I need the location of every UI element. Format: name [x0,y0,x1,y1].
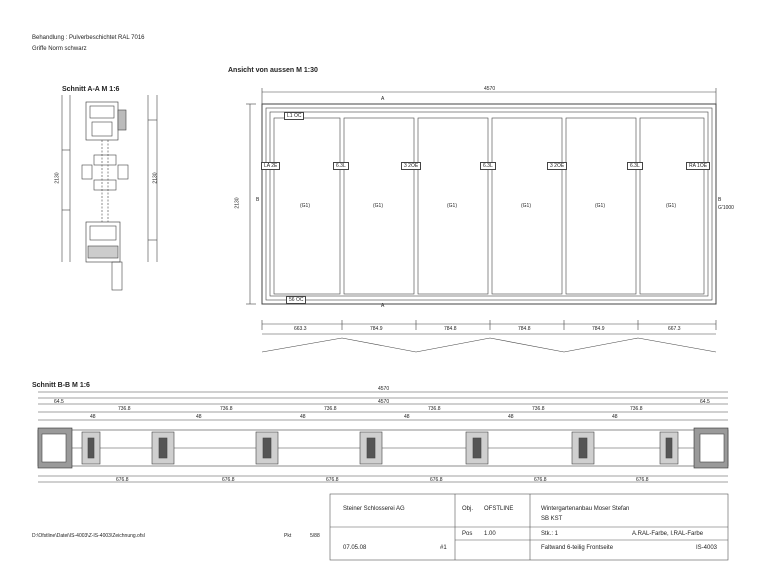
bb-bottom-1: 676.8 [116,477,129,483]
bb-small-3: 48 [300,414,306,420]
footer-right: 5/88 [310,533,320,539]
bb-bottom-6: 676.8 [636,477,649,483]
frame-top-label: L1 OC [284,112,305,120]
panel-width-5: 784.9 [592,326,605,332]
footer-path: D:\Ofstline\Datei\IS-4003\Z-IS-4003\Zeic… [32,533,145,539]
bb-bottom-2: 676.8 [222,477,235,483]
bb-dim-1: 736.8 [118,406,131,412]
bb-dim-2: 736.8 [220,406,233,412]
tb-sheet: #1 [440,545,447,551]
bb-small-6: 48 [612,414,618,420]
tb-obj-label: Obj. [462,506,474,512]
elevation-height: 2130 [234,197,241,209]
section-marker-a-bottom: A [381,303,385,309]
bb-bottom-3: 676.8 [326,477,339,483]
tb-obj-value: OFSTLINE [484,506,514,512]
bb-overall-width-2: 4570 [378,399,390,405]
tb-date: 07.05.08 [343,545,367,551]
elevation-overall-width: 4570 [484,86,496,92]
aa-dim-right: 2130 [152,172,159,184]
bb-left-edge: 64.5 [54,399,64,405]
glass-label-1: (G1) [300,203,310,209]
glass-label-2: (G1) [373,203,383,209]
section-bb-title: Schnitt B-B M 1:6 [32,382,90,389]
panel-width-6: 667.3 [668,326,681,332]
bb-dim-5: 736.8 [532,406,545,412]
section-marker-b-right: B [718,197,722,203]
bb-bottom-4: 676.8 [430,477,443,483]
tb-pos-label: Pos [462,531,473,537]
panel-label-5: 3 2OE [547,162,568,170]
bb-overall-width: 4570 [378,386,390,392]
bb-small-2: 48 [196,414,202,420]
tb-color: A.RAL-Farbe, I.RAL-Farbe [632,531,704,537]
tb-company: Steiner Schlosserei AG [343,506,405,512]
tb-project: Wintergartenanbau Moser Stefan [541,506,630,512]
panel-label-4: 6.3L [480,162,496,170]
treatment-note: Behandlung : Pulverbeschichtet RAL 7016 [32,35,145,41]
glass-label-3: (G1) [447,203,457,209]
bb-dim-4: 736.8 [428,406,441,412]
tb-pos-value: 1.00 [484,531,496,537]
section-bb-drawing [37,391,729,483]
footer-left: Pkt [284,533,292,539]
bb-small-4: 48 [404,414,410,420]
panel-label-3: 3 2OE [401,162,422,170]
panel-width-1: 663.3 [294,326,307,332]
panel-label-2: 6.3L [333,162,349,170]
title-block-frame [329,493,729,561]
section-aa-title: Schnitt A-A M 1:6 [62,86,120,93]
panel-label-7: RA 1OE [686,162,711,170]
section-marker-a-top: A [381,96,385,102]
frame-bottom-label: 56 OC [286,296,307,304]
panel-label-6: 6.3L [627,162,643,170]
panel-width-3: 784.8 [444,326,457,332]
elevation-title: Ansicht von aussen M 1:30 [228,67,318,74]
glass-label-5: (G1) [595,203,605,209]
glass-label-6: (G1) [666,203,676,209]
panel-width-4: 784.8 [518,326,531,332]
bb-dim-6: 736.8 [630,406,643,412]
handle-note: Griffe Norm schwarz [32,46,87,52]
bb-small-5: 48 [508,414,514,420]
bb-small-1: 48 [90,414,96,420]
section-marker-b-left: B [256,197,260,203]
bb-dim-3: 736.8 [324,406,337,412]
panel-label-1: LA 2E [261,162,281,170]
bb-right-edge: 64.5 [700,399,710,405]
tb-product: Faltwand 6-teilig Frontseite [541,545,614,551]
tb-number: IS-4003 [696,545,718,551]
panel-width-2: 784.9 [370,326,383,332]
section-aa-drawing [61,95,158,291]
tb-sub: SB KST [541,516,563,522]
right-note: G'1000 [718,205,734,211]
glass-label-4: (G1) [521,203,531,209]
tb-stk: Stk.: 1 [541,531,559,537]
elevation-drawing [246,88,717,353]
bb-bottom-5: 676.8 [534,477,547,483]
aa-dim-left: 2130 [54,172,61,184]
